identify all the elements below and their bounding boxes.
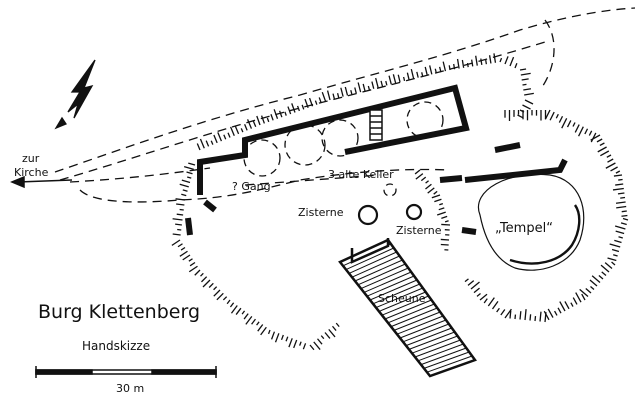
label-zisterne-right: Zisterne [396,224,442,237]
staircase [370,110,382,140]
cellar-4 [407,102,443,138]
cistern-left [359,206,377,224]
tempel-wall-north [495,145,520,150]
cellar-2 [285,125,325,165]
path-east [540,20,554,90]
label-keller: 3 alte Keller [328,168,394,181]
cellar-1 [244,140,280,176]
wall-fragment [188,218,190,235]
cisterns [359,205,421,224]
map-subtitle: Handskizze [82,339,150,353]
path-to-church [70,168,210,182]
scale-label: 30 m [116,382,144,395]
label-gang: ? Gang [232,180,271,193]
label-kirche: Kirche [14,166,49,179]
north-arrow-icon [56,60,95,128]
wall-stub [205,202,215,210]
label-tempel: „Tempel“ [495,221,553,236]
tempel-stub [462,230,476,232]
label-zur: zur [22,152,40,165]
barn-scheune [340,238,475,376]
label-zisterne-left: Zisterne [298,206,344,219]
cellar-small [384,184,396,196]
slope-hachure-east [465,110,628,322]
map-title: Burg Klettenberg [38,301,200,323]
scale-bar [36,366,216,378]
cellar-3 [322,120,358,156]
path-north [55,8,635,172]
tempel-gate [440,178,462,180]
cistern-right [407,205,421,219]
slope-hachure-north [197,53,534,150]
label-scheune: Scheune [378,292,426,305]
